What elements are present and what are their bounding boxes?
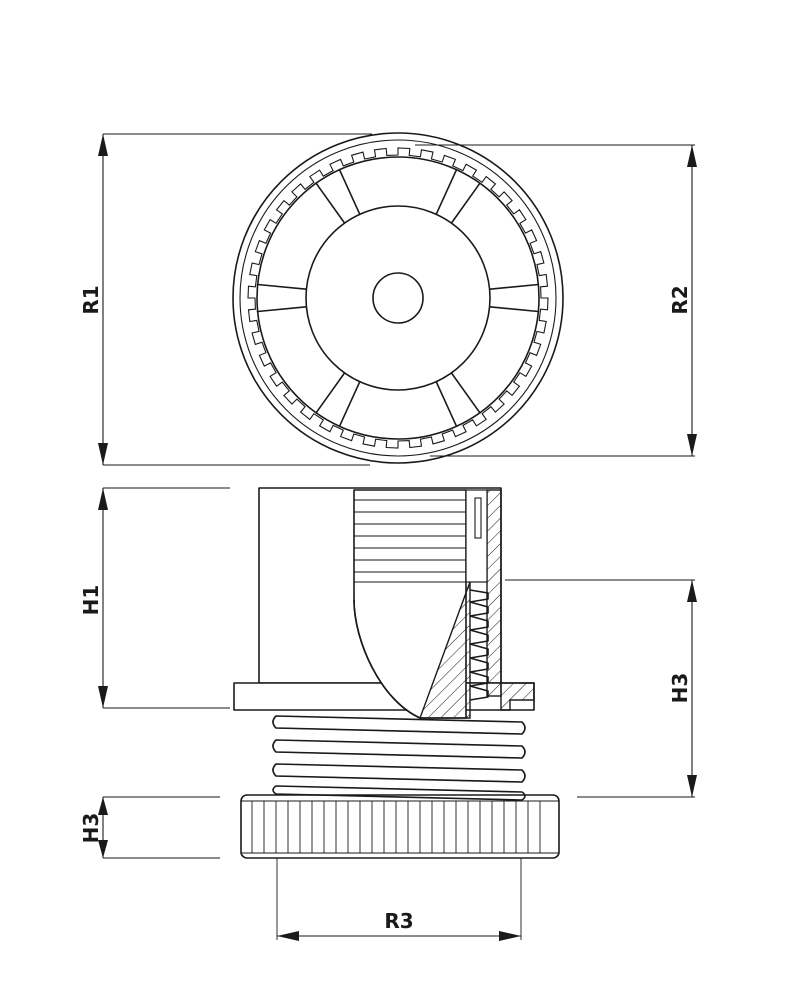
thread-section xyxy=(272,715,526,801)
dimension-h1: H1 xyxy=(79,488,108,708)
h1-label: H1 xyxy=(79,585,103,616)
h3-left-label: H3 xyxy=(79,813,103,844)
dimension-r3: R3 xyxy=(277,909,521,941)
radial-ribs xyxy=(256,168,540,428)
knurl-outer-circle xyxy=(239,139,557,457)
inner-wall-circle xyxy=(256,156,540,440)
hub-circle xyxy=(305,205,491,391)
top-view xyxy=(232,132,564,464)
dimension-h3-right: H3 xyxy=(668,580,697,797)
center-hole-circle xyxy=(372,272,424,324)
h3-right-label: H3 xyxy=(668,673,692,704)
r1-label: R1 xyxy=(79,285,103,314)
dimension-h3-left: H3 xyxy=(79,797,108,858)
r3-label: R3 xyxy=(384,909,413,933)
cutaway-section xyxy=(353,489,535,719)
dimension-r2: R2 xyxy=(668,145,697,456)
dimension-r1: R1 xyxy=(79,134,108,465)
r2-label: R2 xyxy=(668,285,692,314)
extension-lines xyxy=(103,133,695,940)
knurled-base-ring xyxy=(240,794,560,859)
outer-rim-circle xyxy=(232,132,564,464)
inner-teeth-ring xyxy=(247,147,549,449)
side-section-view xyxy=(233,487,560,859)
